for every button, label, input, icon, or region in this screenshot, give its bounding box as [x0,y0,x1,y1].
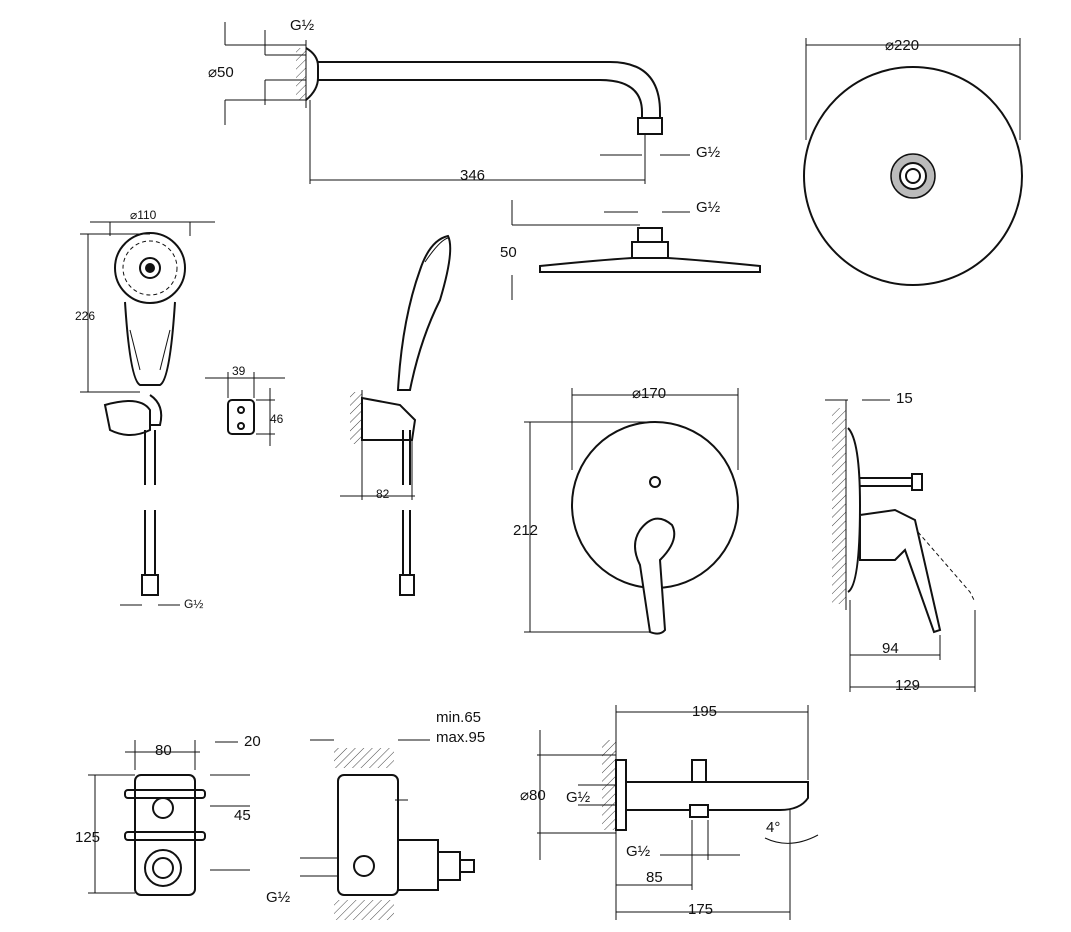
hand-shower-dia-label: ⌀110 [130,208,157,222]
head-side-thread-label: G½ [696,199,721,216]
spout-angle-label: 4° [766,819,780,836]
hand-shower-side: 82 [340,234,452,596]
body-height-label: 125 [75,829,100,846]
mixer-escutcheon: ⌀170 212 [513,385,739,635]
arm-thread-label: G½ [290,17,315,34]
spout-length-label: 195 [692,703,717,720]
arm-outlet-thread-label: G½ [696,144,721,161]
mixer-depth-top-label: 15 [896,390,913,407]
spout-dia-label: ⌀80 [520,787,546,804]
escutcheon-height-label: 212 [513,522,538,539]
body-side-thread-label: G½ [266,889,291,906]
shower-arm: G½ ⌀50 346 G½ [208,17,721,184]
spout: 195 ⌀80 G½ G½ 85 175 4° [520,703,819,920]
shower-head-side: G½ 50 [500,199,761,300]
holder: 39 46 [205,364,285,446]
head-side-height-label: 50 [500,244,517,261]
body-side-min-label: min.65 [436,709,481,726]
spout-offset-label: 85 [646,869,663,886]
hand-shower-front: ⌀110 226 G½ [75,208,215,611]
mixer-side: 15 94 129 [825,390,976,694]
shower-head-top: ⌀220 [803,37,1023,286]
arm-length-label: 346 [460,167,485,184]
spout-thread-out-label: G½ [626,843,651,860]
mixer-depth-total-label: 129 [895,677,920,694]
arm-flange-dia-label: ⌀50 [208,64,234,81]
body-side-max-label: max.95 [436,729,485,746]
spout-projection-label: 175 [688,901,713,918]
wall-hatch [296,48,306,100]
hand-shower-length-label: 226 [75,309,95,323]
body-side: min.65 max.95 G½ [266,709,485,920]
body-offset-label: 20 [244,733,261,750]
spout-thread-in-label: G½ [566,789,591,806]
body-front: 80 20 45 125 [75,733,261,896]
hand-shower-thread-label: G½ [184,597,203,611]
holder-width-label: 39 [232,364,246,378]
body-inlet-label: 45 [234,807,251,824]
escutcheon-dia-label: ⌀170 [632,385,666,402]
side-projection-label: 82 [376,487,390,501]
head-top-dia-label: ⌀220 [885,37,919,54]
body-width-label: 80 [155,742,172,759]
holder-height-label: 46 [270,412,284,426]
mixer-depth-lever-label: 94 [882,640,899,657]
